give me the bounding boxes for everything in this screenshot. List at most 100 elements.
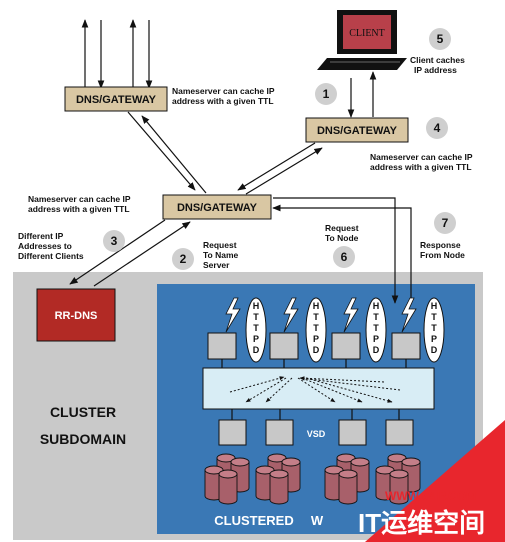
svg-text:6: 6 <box>341 250 348 264</box>
node-connectors <box>221 359 407 368</box>
gateway-label: DNS/GATEWAY <box>317 125 398 137</box>
httpd-letter: T <box>373 312 379 322</box>
watermark-triangle <box>365 420 505 542</box>
disk-icon <box>338 469 358 505</box>
node-box <box>207 332 237 360</box>
httpd-letter: T <box>373 323 379 333</box>
storage-box <box>338 419 367 446</box>
svg-text:3: 3 <box>111 234 118 248</box>
lightning-icon <box>225 297 241 333</box>
clustered-w-letter: W <box>311 513 324 528</box>
disk-icon <box>204 465 224 501</box>
httpd-letter: P <box>373 334 379 344</box>
switch-connectors <box>231 409 400 420</box>
step-label: Different Clients <box>18 251 84 261</box>
switch-box <box>202 367 435 410</box>
httpd-letter: H <box>313 301 320 311</box>
lightning-icon <box>401 297 417 333</box>
httpd-letter: D <box>253 345 260 355</box>
node-box <box>269 332 299 360</box>
watermark-url: WWW.94IP.COM <box>385 489 476 503</box>
node-box <box>331 332 361 360</box>
disk-icon <box>389 469 409 505</box>
node-boxes <box>207 332 421 360</box>
step-5: 5 <box>429 28 451 50</box>
step-label: Request <box>203 240 237 250</box>
clustered-label: CLUSTERED <box>214 513 293 528</box>
note-text: address with a given TTL <box>370 162 472 172</box>
step-4: 4 <box>426 117 448 139</box>
storage-box <box>265 419 294 446</box>
httpd-letter: D <box>373 345 380 355</box>
step-2: 2 <box>172 248 194 270</box>
httpd-letter: H <box>373 301 380 311</box>
step-label: Request <box>325 223 359 233</box>
disk-icon <box>218 469 238 505</box>
node-box <box>391 332 421 360</box>
disk-stacks <box>204 453 421 505</box>
gateway-label: DNS/GATEWAY <box>76 94 157 106</box>
note-text: Nameserver can cache IP <box>172 86 275 96</box>
client-gateway-arrows <box>347 71 377 118</box>
httpd-letter: P <box>313 334 319 344</box>
cluster-label: CLUSTER <box>50 404 116 420</box>
note-text: address with a given TTL <box>28 204 130 214</box>
note-text: Nameserver can cache IP <box>28 194 131 204</box>
httpd-letter: T <box>253 323 259 333</box>
step-label: Response <box>420 240 461 250</box>
step-label: Server <box>203 260 230 270</box>
note-text: Nameserver can cache IP <box>370 152 473 162</box>
dns-gateway-center <box>162 194 272 220</box>
storage-box <box>218 419 247 446</box>
httpd-letter: T <box>431 312 437 322</box>
gateway-label: DNS/GATEWAY <box>177 202 258 214</box>
disk-icon <box>375 465 395 501</box>
note-text: address with a given TTL <box>172 96 274 106</box>
svg-text:4: 4 <box>434 121 441 135</box>
client-label: CLIENT <box>349 28 385 39</box>
disk-icon <box>324 465 344 501</box>
step-label: Addresses to <box>18 241 72 251</box>
svg-text:5: 5 <box>437 32 444 46</box>
httpd-letter: T <box>313 312 319 322</box>
svg-text:7: 7 <box>442 216 449 230</box>
subdomain-label: SUBDOMAIN <box>40 431 126 447</box>
lightning-icon <box>343 297 359 333</box>
disk-icon <box>255 465 275 501</box>
note-text: IP address <box>414 65 457 75</box>
svg-text:1: 1 <box>323 87 330 101</box>
vsd-label: VSD <box>307 429 326 439</box>
dns-gateway-right <box>305 117 409 143</box>
httpd-letter: D <box>313 345 320 355</box>
httpd-letter: D <box>431 345 438 355</box>
rr-dns-box <box>36 288 116 342</box>
step-7: 7 <box>434 212 456 234</box>
httpd-letter: T <box>313 323 319 333</box>
httpd-ovals <box>245 297 445 363</box>
lightning-icons <box>225 297 417 333</box>
disk-icon <box>269 469 289 505</box>
step-label: Different IP <box>18 231 64 241</box>
httpd-letter: T <box>431 323 437 333</box>
dns-gateway-top-left <box>64 86 168 112</box>
step-label: To Name <box>203 250 239 260</box>
switch-dotted-arrows <box>229 376 401 403</box>
note-text: Client caches <box>410 55 465 65</box>
httpd-letter: P <box>431 334 437 344</box>
lightning-icon <box>283 297 299 333</box>
httpd-letter: H <box>253 301 260 311</box>
step-3: 3 <box>103 230 125 252</box>
top-arrows <box>81 19 153 89</box>
client-laptop-icon: CLIENT <box>317 10 407 70</box>
httpd-letter: T <box>253 312 259 322</box>
step-label: From Node <box>420 250 465 260</box>
storage-boxes <box>218 419 414 446</box>
watermark-title: IT运维空间 <box>358 508 485 538</box>
httpd-letter: H <box>431 301 438 311</box>
svg-text:2: 2 <box>180 252 187 266</box>
storage-box <box>385 419 414 446</box>
rr-dns-label: RR-DNS <box>55 310 98 322</box>
gateway-links <box>69 111 412 304</box>
